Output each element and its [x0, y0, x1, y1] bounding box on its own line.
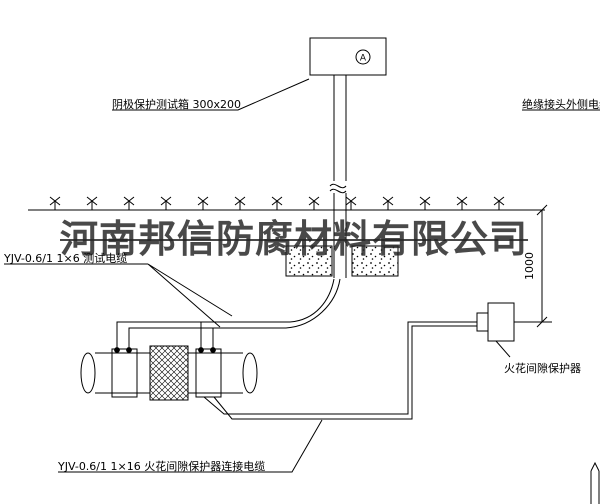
leader-protector-cable — [58, 419, 323, 473]
label-test-box: 阴极保护测试箱 300x200 — [112, 98, 241, 111]
label-insulated-joint-cable: 绝缘接头外侧电缆 — [522, 98, 600, 111]
spark-gap-protector — [476, 302, 515, 342]
ground-line — [28, 196, 545, 211]
flange-left — [111, 348, 138, 398]
pipe-end-cap-right — [242, 352, 258, 394]
ammeter-symbol — [355, 49, 371, 65]
pipe-end-cap-left — [80, 352, 96, 394]
leader-test-box — [112, 78, 310, 111]
pipeline — [80, 345, 258, 401]
concrete-foundation-left — [285, 245, 333, 277]
dimension-line — [514, 204, 552, 328]
concrete-foundation-right — [351, 245, 399, 277]
leader-test-cable — [4, 263, 233, 328]
dimension-text: 1000 — [523, 252, 536, 280]
label-protector-cable: YJV-0.6/1 1×16 火花间隙保护器连接电缆 — [58, 460, 266, 473]
dimension-tick — [536, 204, 548, 216]
pipe-break-symbol — [329, 183, 347, 189]
edge-symbol — [590, 461, 600, 504]
dimension-tick — [536, 316, 548, 328]
flange-right — [195, 348, 222, 398]
test-box — [309, 37, 387, 76]
leader-lines — [4, 78, 600, 473]
protector-cables — [203, 321, 477, 420]
leader-spark-gap — [495, 340, 511, 358]
conduit-riser — [329, 75, 347, 278]
label-test-cable: YJV-0.6/1 1×6 测试电缆 — [4, 252, 128, 265]
test-cables — [116, 278, 341, 350]
ammeter-letter: A — [360, 54, 367, 64]
label-spark-gap-protector: 火花间隙保护器 — [504, 362, 581, 375]
insulating-joint — [149, 345, 189, 401]
